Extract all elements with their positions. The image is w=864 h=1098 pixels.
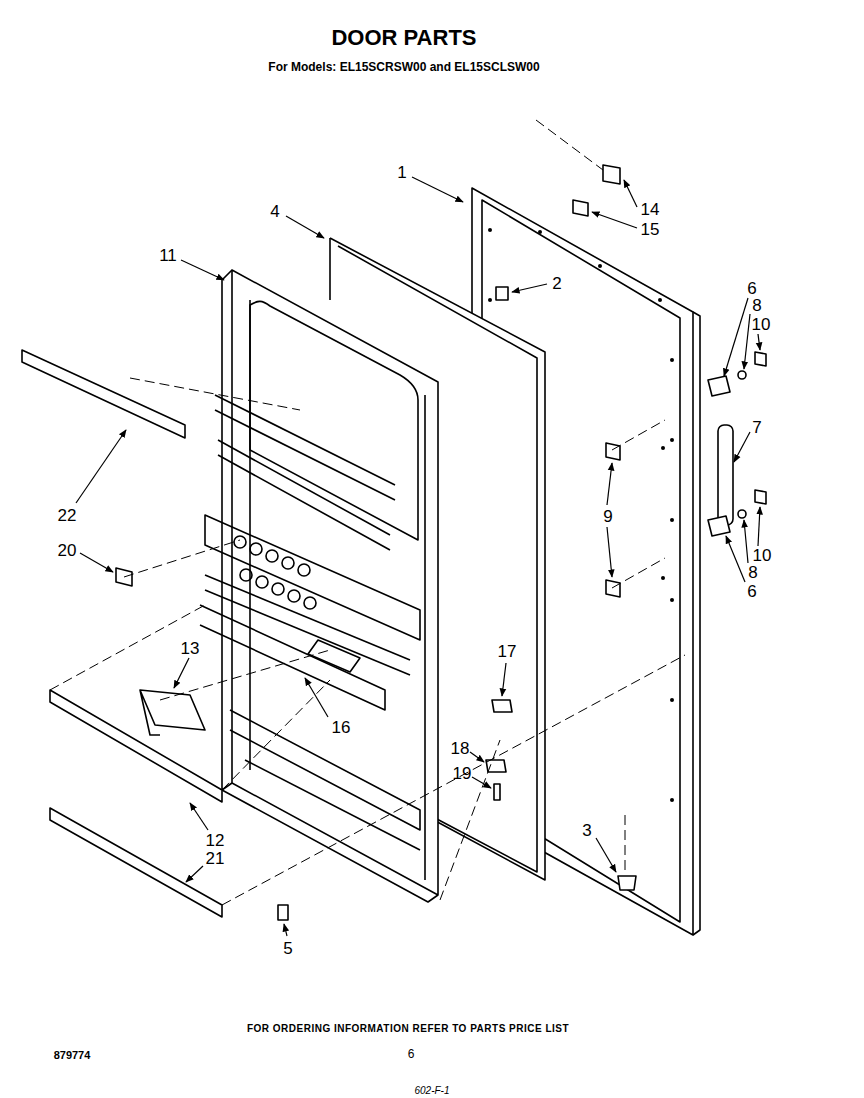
callout-number: 4 <box>270 203 279 220</box>
diagram-title: DOOR PARTS <box>331 27 476 49</box>
door-stop <box>496 287 508 300</box>
leader-lines <box>76 177 760 936</box>
callout-number: 2 <box>552 275 561 292</box>
callout-number: 7 <box>752 419 761 436</box>
callout-number: 17 <box>498 643 517 660</box>
screw-cover <box>603 165 620 184</box>
callout-number: 10 <box>753 547 772 564</box>
pin <box>278 905 288 920</box>
callout-number: 6 <box>747 583 756 600</box>
callout-number: 22 <box>58 507 77 524</box>
callout-number: 6 <box>747 280 756 297</box>
handle-bracket <box>708 516 730 536</box>
callout-number: 15 <box>641 221 660 238</box>
caption: FOR ORDERING INFORMATION REFER TO PARTS … <box>247 1024 569 1034</box>
door-handle <box>718 425 733 525</box>
shelf-bar <box>22 350 185 438</box>
callout-number: 19 <box>453 765 472 782</box>
mounting-clip <box>606 443 620 460</box>
handle-bracket <box>708 376 730 396</box>
page-number: 6 <box>408 1048 415 1060</box>
screw <box>738 510 746 518</box>
callout-number: 5 <box>283 940 292 957</box>
mounting-clip <box>606 580 620 597</box>
screw-cover <box>573 200 588 216</box>
door-liner <box>200 270 438 902</box>
callout-number: 1 <box>397 164 406 181</box>
callout-number: 13 <box>181 640 200 657</box>
callout-number: 16 <box>332 719 351 736</box>
screw-cap <box>755 490 766 504</box>
callout-number: 14 <box>641 201 660 218</box>
callout-number: 18 <box>451 740 470 757</box>
callout-number: 10 <box>752 316 771 333</box>
shelf-bar <box>50 808 222 917</box>
door-closer <box>492 700 512 712</box>
screw-cap <box>755 352 766 366</box>
screw <box>494 784 500 800</box>
callout-number: 3 <box>582 822 591 839</box>
callout-number: 11 <box>159 247 177 264</box>
shelf-bar <box>50 690 222 802</box>
callout-number: 21 <box>206 850 225 867</box>
assembly-lines <box>50 120 685 905</box>
hinge-bushing <box>618 876 636 890</box>
callout-number: 12 <box>206 832 225 849</box>
callout-number: 20 <box>58 542 77 559</box>
drawing-number: 879774 <box>54 1050 91 1061</box>
callout-number: 8 <box>748 564 757 581</box>
screw <box>738 371 746 379</box>
dairy-door <box>140 690 205 735</box>
model-subtitle: For Models: EL15SCRSW00 and EL15SCLSW00 <box>268 61 539 73</box>
form-number: 602-F-1 <box>414 1086 449 1096</box>
callout-number: 8 <box>752 297 761 314</box>
callout-number: 9 <box>603 508 612 525</box>
